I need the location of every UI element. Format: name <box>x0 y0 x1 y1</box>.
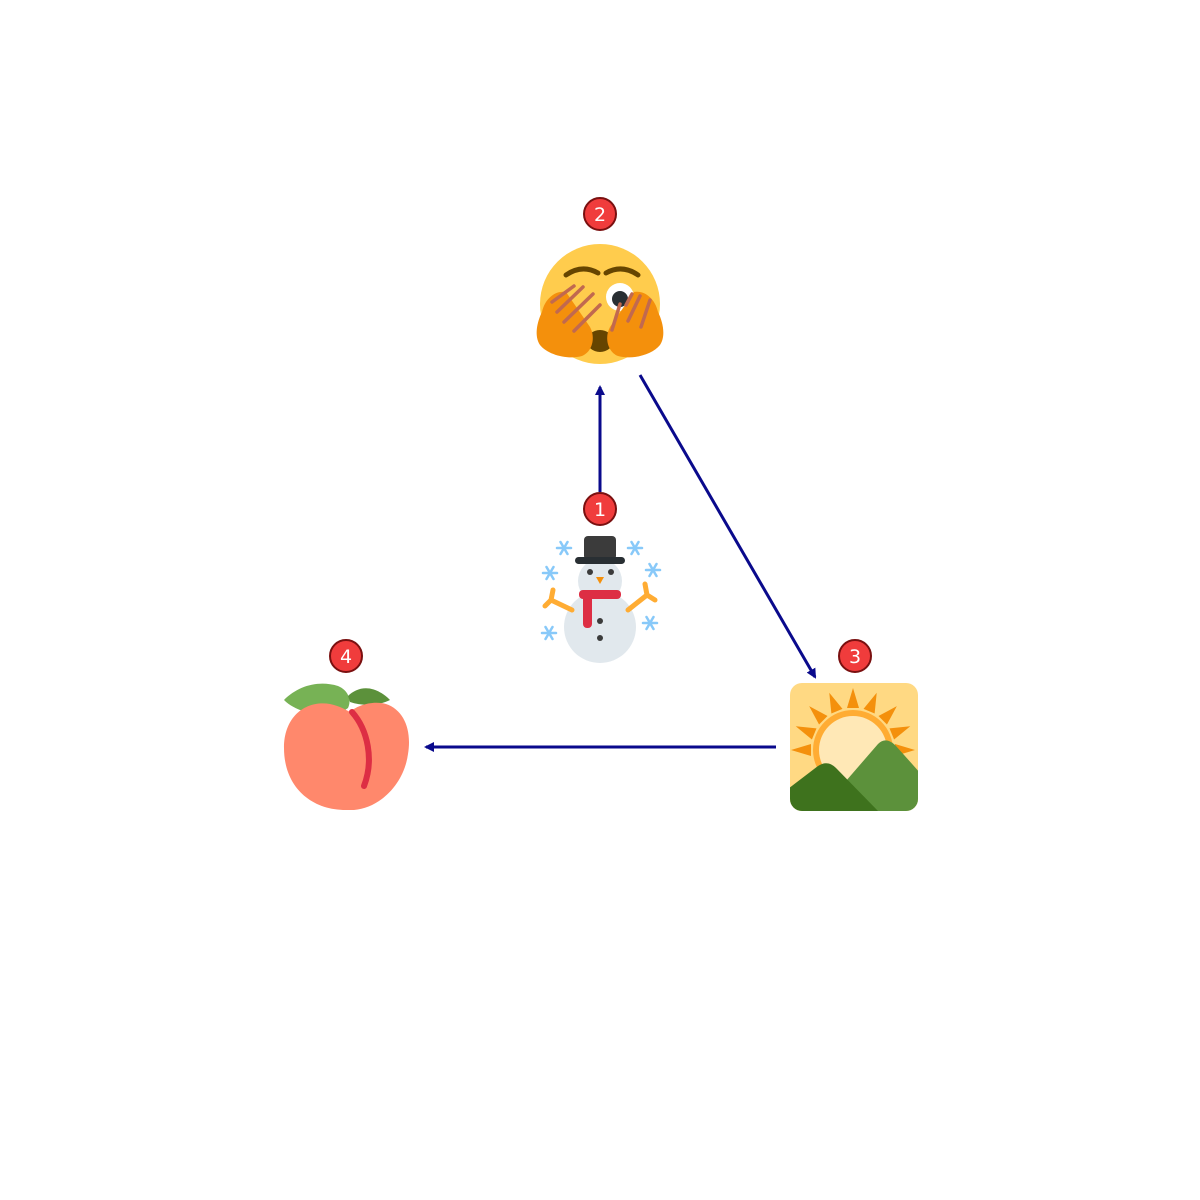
snowman-with-snowflakes-icon <box>540 536 662 663</box>
node-3: 3 <box>790 639 918 811</box>
node-1: 1 <box>540 492 662 663</box>
node-badge-1-label: 1 <box>594 499 606 521</box>
sunrise-over-mountains-icon <box>790 683 918 811</box>
node-badge-3: 3 <box>838 639 872 673</box>
node-badge-4-label: 4 <box>340 646 352 668</box>
node-badge-4: 4 <box>329 639 363 673</box>
face-with-hands-over-eyes-peeking-icon <box>536 244 664 364</box>
edge-2-to-3 <box>638 374 817 679</box>
node-badge-2-label: 2 <box>594 204 606 226</box>
node-badge-3-label: 3 <box>849 646 861 668</box>
peach-icon <box>284 683 410 810</box>
node-badge-1: 1 <box>583 492 617 526</box>
edges <box>424 374 817 752</box>
node-4: 4 <box>284 639 410 810</box>
node-2: 2 <box>536 197 664 364</box>
node-badge-2: 2 <box>583 197 617 231</box>
